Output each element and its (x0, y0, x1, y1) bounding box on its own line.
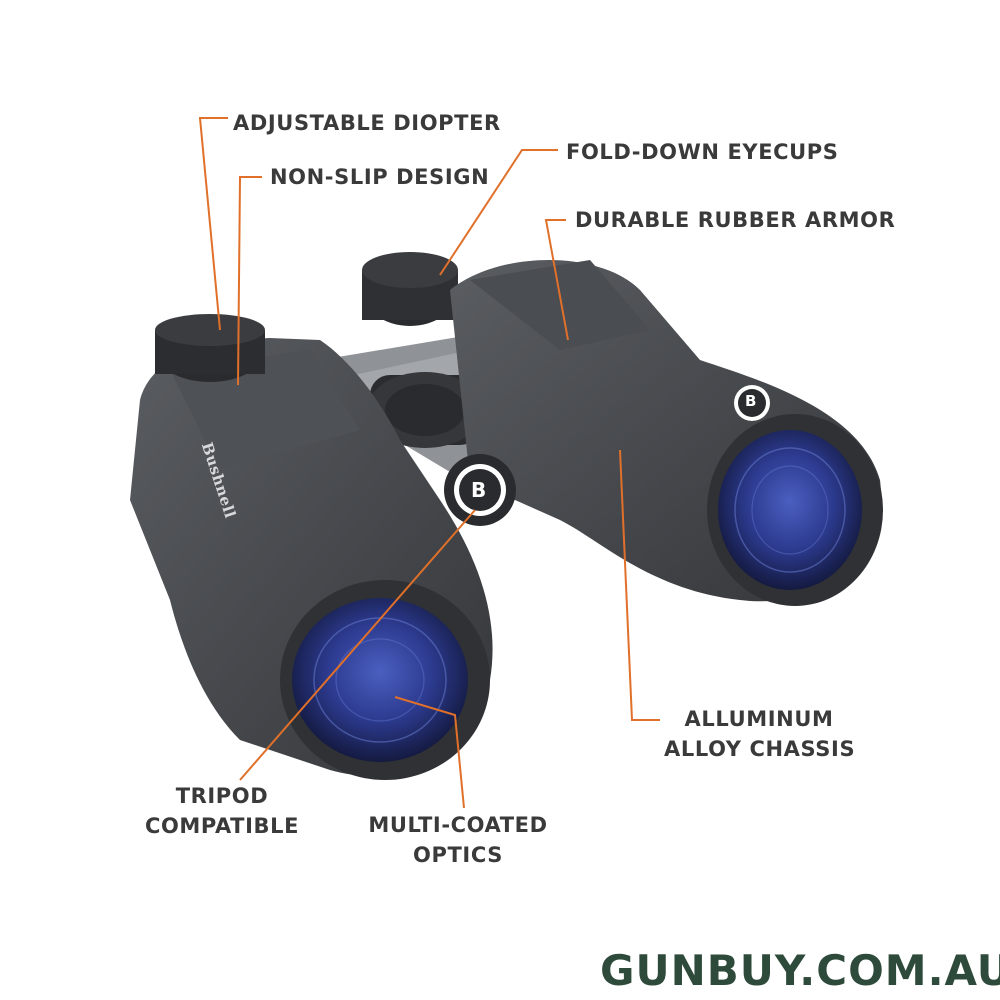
callout-optics-line2: OPTICS (413, 843, 503, 867)
callout-tripod-line1: TRIPOD (175, 784, 269, 808)
callout-multi-coated-optics: MULTI-COATED OPTICS (368, 810, 548, 870)
leader-adjustable-diopter (198, 117, 228, 331)
badge-letter-b: B (471, 478, 487, 502)
callout-adjustable-diopter: ADJUSTABLE DIOPTER (233, 111, 501, 135)
badge-letter-b-right: B (745, 392, 757, 410)
tripod-adapter-knob (444, 454, 516, 526)
callout-alluminum-line2: ALLOY CHASSIS (664, 737, 856, 761)
bushnell-badge-right (734, 385, 770, 421)
leader-fold-down-eyecups (439, 149, 558, 276)
callout-alluminum-chassis: ALLUMINUM ALLOY CHASSIS (664, 704, 856, 764)
left-objective-lens (280, 580, 490, 780)
leader-optics (394, 696, 465, 809)
leader-non-slip (237, 176, 262, 386)
callout-optics-line1: MULTI-COATED (368, 813, 548, 837)
right-objective-lens (707, 414, 883, 606)
left-eyecup (155, 314, 265, 382)
leader-lines (198, 117, 660, 809)
leader-alluminum (619, 449, 660, 721)
callout-alluminum-line1: ALLUMINUM (684, 707, 834, 731)
focus-wheel (367, 372, 483, 448)
callout-durable-rubber-armor: DURABLE RUBBER ARMOR (575, 208, 896, 232)
callout-non-slip-design: NON-SLIP DESIGN (270, 165, 490, 189)
callout-fold-down-eyecups: FOLD-DOWN EYECUPS (566, 140, 839, 164)
callout-tripod-line2: COMPATIBLE (144, 814, 300, 838)
callout-tripod-compatible: TRIPOD COMPATIBLE (142, 781, 302, 841)
leader-tripod (239, 509, 476, 781)
right-eyecup (362, 252, 458, 326)
leader-rubber-armor (544, 219, 569, 341)
site-watermark: GUNBUY.COM.AU (600, 946, 1000, 995)
